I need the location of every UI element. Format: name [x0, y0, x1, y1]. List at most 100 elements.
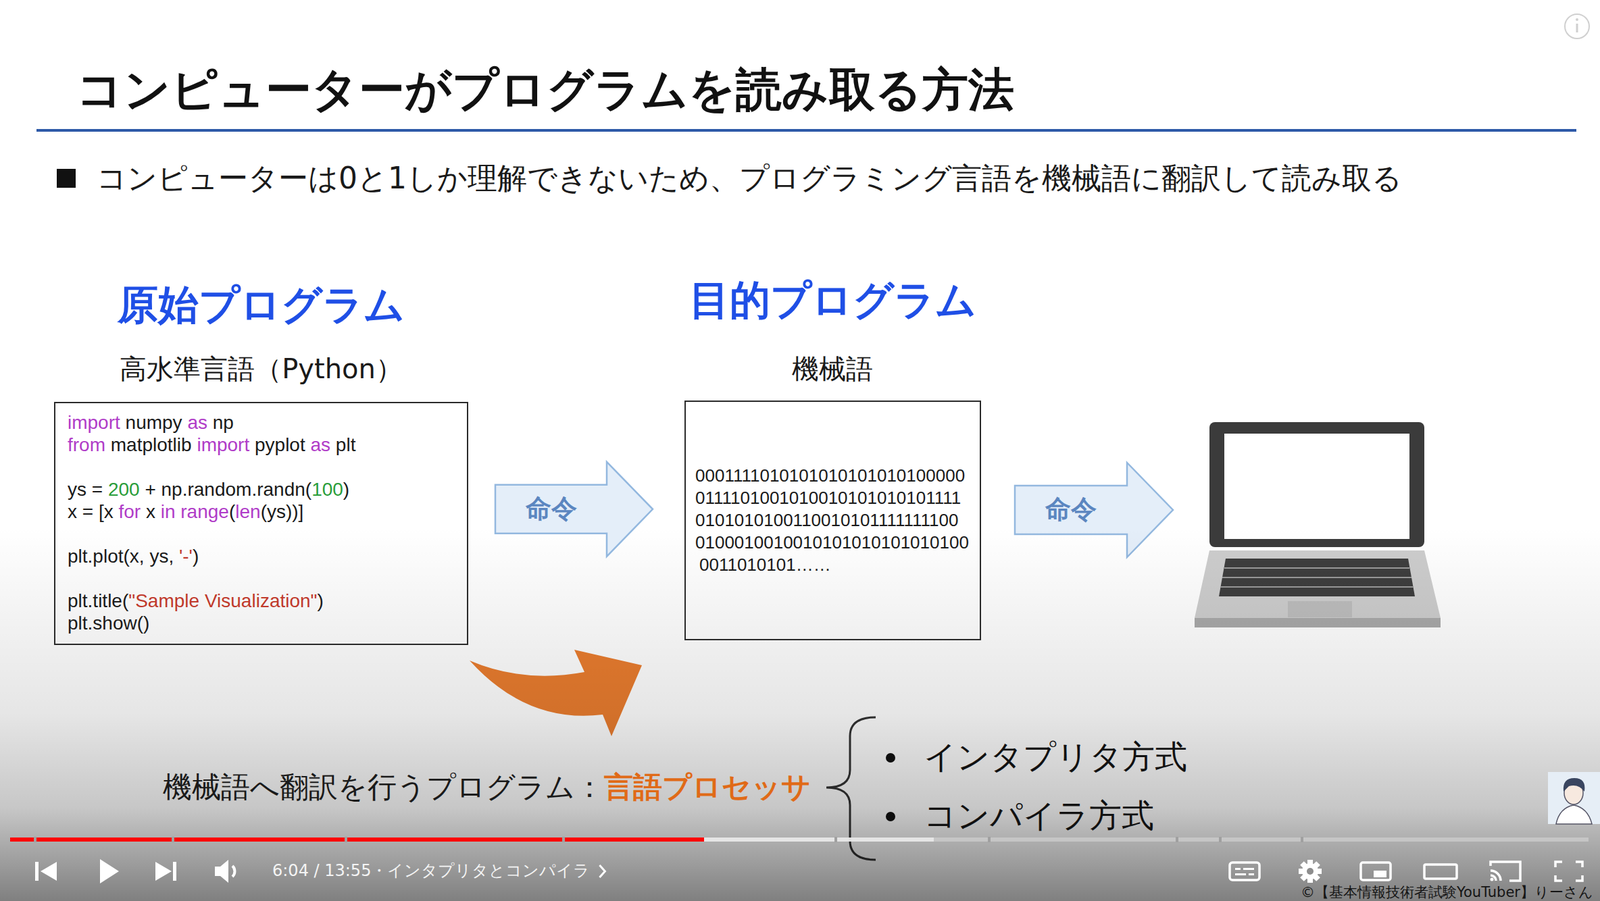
subtitles-icon [1229, 862, 1260, 881]
code-token: import [67, 412, 121, 434]
code-token: as [310, 434, 331, 456]
code-token: ) [317, 590, 324, 612]
source-code-box: 原始プログラム高水準言語（Python）import numpy as npfr… [54, 402, 469, 646]
chapter-title: ・インタプリタとコンパイラ [370, 862, 590, 882]
player-shade [0, 527, 1600, 901]
language-caption: 機械語 [791, 353, 873, 385]
label-holder: ©【基本情報技術者試験YouTuber】りーさん [1300, 884, 1594, 901]
avatar-ground [1547, 772, 1600, 825]
title-holder: コンピューターがプログラムを読み取る方法 [76, 63, 1015, 117]
code-token: 100 [311, 479, 344, 500]
label-holder: ・インタプリタとコンパイラ [370, 862, 590, 882]
gear-body [1302, 863, 1319, 880]
code-token: (ys))] [260, 501, 305, 523]
player-controls [35, 859, 1583, 884]
miniplayer-inset [1373, 870, 1387, 878]
heading-holder: 機械語 [550, 353, 1115, 385]
chapter-gap [987, 837, 991, 843]
progress-played [10, 837, 705, 842]
chapter-gap [562, 837, 565, 843]
processor-term: 言語プロセッサ [604, 770, 811, 805]
next-icon [172, 862, 177, 882]
code-token: in [160, 501, 176, 523]
cast-wave [1490, 870, 1501, 882]
code-token: x [140, 501, 161, 523]
arrow-label-holder: 命令 [522, 494, 580, 525]
play-icon [100, 859, 119, 884]
prev-icon [35, 862, 39, 882]
arrow-label: 命令 [522, 494, 580, 525]
arrow-label: 命令 [1042, 495, 1100, 525]
binary-line: 0101010100110010101111111100 [695, 509, 959, 532]
chapter-gaps [33, 837, 1304, 843]
code-token: plt.plot(x, ys, [67, 545, 180, 567]
binary-line: 0111101001010010101010101111 [695, 487, 961, 510]
code-token: range [180, 501, 230, 523]
subtitles-line [1235, 873, 1246, 876]
language-caption: 高水準言語（Python） [119, 353, 403, 385]
code-token: + np.random.randn( [139, 479, 313, 500]
code-token: 200 [108, 479, 140, 500]
binary-line: 0011010101…… [699, 554, 832, 577]
code-token: as [187, 412, 208, 434]
code-token: x = [x [67, 501, 119, 523]
code-line: plt.plot(x, ys, '-') [67, 545, 199, 568]
code-line: ys = 200 + np.random.randn(100) [67, 478, 350, 501]
heading-holder: 目的プログラム [550, 277, 1115, 324]
label-holder: 機械語へ翻訳を行うプログラム： [162, 770, 605, 805]
caption-text: 機械語へ翻訳を行うプログラム： [162, 770, 605, 805]
progress-track [10, 837, 1589, 842]
label-holder: 命令 [1042, 495, 1100, 525]
prev-icon [40, 862, 57, 882]
code-token: numpy [120, 412, 188, 434]
label-holder: 言語プロセッサ [604, 770, 811, 805]
cast-wave [1490, 875, 1496, 882]
code-token: pyplot [249, 434, 311, 456]
code-token: for [118, 501, 141, 523]
subtitles-line [1243, 868, 1255, 871]
avatar-hair [1563, 778, 1586, 792]
code-line: plt.show() [67, 612, 150, 635]
next-icon [155, 862, 172, 882]
label-holder: コンピューターは0と1しか理解できないため、プログラミング言語を機械語に翻訳して… [96, 161, 1403, 196]
cast-icon [1490, 862, 1521, 882]
subtitles-line [1235, 868, 1241, 871]
volume-wave [232, 866, 235, 878]
chapter-chevron [599, 865, 605, 878]
laptop-screen [1224, 433, 1410, 540]
bullet-square [56, 168, 76, 188]
code-token: ( [229, 501, 236, 523]
code-line: import numpy as np [67, 411, 234, 434]
cast-dot [1490, 878, 1494, 882]
label-holder: 6:04 / 13:55 [272, 862, 371, 882]
code-token [175, 501, 182, 523]
heading-holder: 高水準言語（Python） [0, 353, 603, 385]
code-token: import [196, 434, 250, 456]
heading-holder: 原始プログラム [0, 281, 603, 329]
chapter-gap [1175, 837, 1179, 843]
progress-bar [10, 837, 1589, 843]
code-token: from [67, 434, 106, 456]
method-item: インタプリタ方式 [923, 738, 1188, 776]
chapter-gap [1218, 837, 1222, 843]
code-line: from matplotlib import pyplot as plt [67, 433, 356, 457]
code-token: plt.show() [67, 612, 150, 634]
binary-line: 0001111010101010101010100000 [695, 464, 965, 488]
title-rule [36, 129, 1577, 132]
info-stem [1576, 23, 1579, 33]
theater-icon [1424, 864, 1457, 880]
label-holder: インタプリタ方式 [923, 738, 1188, 776]
fullscreen-icon [1555, 862, 1583, 882]
video-time: 6:04 / 13:55 [272, 862, 371, 882]
subtitles-line [1248, 873, 1255, 876]
code-token: plt.title( [67, 590, 129, 612]
code-token: matplotlib [105, 434, 197, 456]
progress-buffered [10, 837, 934, 842]
miniplayer-icon [1360, 862, 1391, 881]
info-icon [1564, 14, 1590, 39]
code-token: len [235, 501, 261, 523]
method-item: コンパイラ方式 [923, 797, 1155, 835]
code-token: "Sample Visualization" [128, 590, 317, 612]
slide-title: コンピューターがプログラムを読み取る方法 [76, 63, 1015, 117]
code-token: ys = [67, 479, 109, 500]
